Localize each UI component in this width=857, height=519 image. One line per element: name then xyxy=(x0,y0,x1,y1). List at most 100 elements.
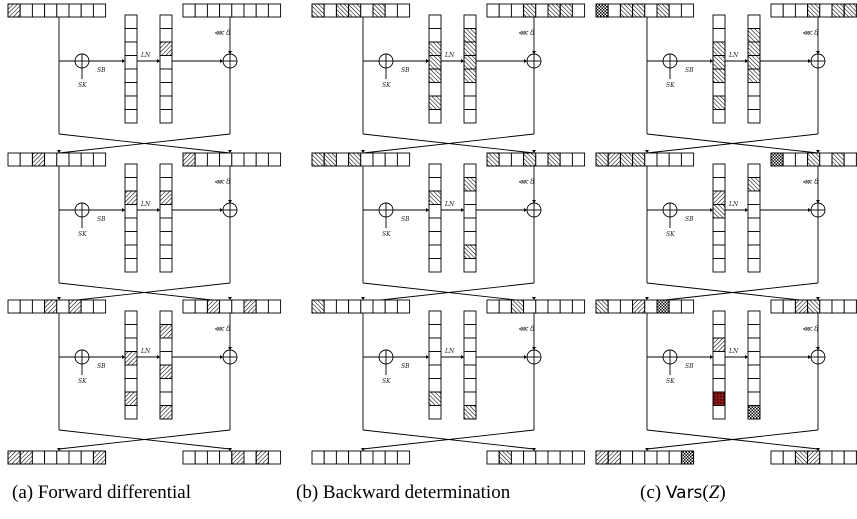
left-register-cell xyxy=(92,299,107,314)
right-register-cell xyxy=(559,450,573,465)
left-register-cell-active xyxy=(680,450,695,465)
arrow-head xyxy=(816,347,820,350)
state-column-cell xyxy=(159,310,173,325)
state-column-cell xyxy=(124,109,138,124)
state-column-cell xyxy=(428,337,442,352)
right-register-cell xyxy=(843,299,857,314)
state-column-cell xyxy=(428,258,442,273)
state-column-cell xyxy=(159,28,173,43)
left-register-cell xyxy=(68,450,82,465)
swap-wire xyxy=(646,282,819,303)
right-register-cell xyxy=(535,299,549,314)
arrow-head xyxy=(361,297,365,300)
right-register-cell xyxy=(194,3,208,18)
right-register-cell xyxy=(559,152,573,167)
label-ln: LN xyxy=(140,201,151,208)
arrow-head xyxy=(816,200,820,203)
right-register-cell-active xyxy=(498,450,512,465)
arrow-head xyxy=(808,355,811,359)
label-ln: LN xyxy=(444,52,455,59)
right-register-cell-active xyxy=(523,152,537,167)
right-register-cell xyxy=(486,3,500,18)
right-register-cell xyxy=(267,152,282,167)
left-register-cell xyxy=(384,152,398,167)
right-register-cell xyxy=(510,450,525,465)
label-sb: SB xyxy=(97,67,106,74)
right-register-cell xyxy=(523,450,537,465)
label-sb: SB xyxy=(401,216,410,223)
arrow-head xyxy=(220,208,223,212)
left-register-cell xyxy=(644,299,658,314)
left-register-cell xyxy=(384,450,398,465)
label-rotate: ⋘ 8 xyxy=(802,178,819,186)
right-register-cell-active xyxy=(831,152,845,167)
state-column-cell xyxy=(124,82,138,97)
state-column-cell-active xyxy=(428,55,442,70)
left-register-cell xyxy=(92,152,107,167)
state-column-cell xyxy=(463,258,477,273)
state-column-cell xyxy=(124,364,138,379)
state-column-cell xyxy=(747,95,761,110)
state-column-cell xyxy=(428,324,442,339)
state-column-cell xyxy=(124,258,138,273)
right-register-cell xyxy=(559,299,573,314)
arrow-head xyxy=(710,355,713,359)
state-column-cell xyxy=(159,351,173,366)
label-ln: LN xyxy=(728,52,739,59)
state-column-cell xyxy=(712,217,726,232)
label-rotate: ⋘ 8 xyxy=(802,325,819,333)
state-column-cell xyxy=(712,109,726,124)
right-register-cell-active xyxy=(843,3,857,18)
right-register-cell-active xyxy=(794,450,809,465)
state-column-cell xyxy=(428,364,442,379)
left-register-cell-active xyxy=(619,3,634,18)
state-column-cell xyxy=(124,217,138,232)
right-register-cell xyxy=(243,3,257,18)
state-column-cell xyxy=(747,364,761,379)
right-register-cell xyxy=(243,450,257,465)
state-column-cell-active xyxy=(463,68,477,83)
right-register-cell xyxy=(782,152,796,167)
left-register-cell-active xyxy=(372,3,386,18)
arrow-head xyxy=(220,355,223,359)
left-register-cell xyxy=(384,299,398,314)
state-column-cell xyxy=(124,204,138,219)
state-column-cell xyxy=(463,95,477,110)
state-column-cell xyxy=(124,324,138,339)
left-register-cell-active xyxy=(311,299,325,314)
right-register-cell xyxy=(571,450,586,465)
right-register-cell xyxy=(182,3,196,18)
label-sb: SB xyxy=(97,363,106,370)
state-column-cell xyxy=(428,244,442,259)
state-column-cell xyxy=(124,177,138,192)
right-register-cell xyxy=(782,3,796,18)
left-register-cell-active xyxy=(68,299,82,314)
left-register-cell-active xyxy=(31,152,46,167)
state-column-cell xyxy=(463,231,477,246)
state-column-cell-active xyxy=(463,41,477,56)
left-register-cell xyxy=(80,3,94,18)
right-register-cell xyxy=(255,152,269,167)
arrow-head xyxy=(228,347,232,350)
left-register-cell xyxy=(360,152,374,167)
state-column-cell xyxy=(159,258,173,273)
arrow-head xyxy=(361,448,365,451)
state-column-cell xyxy=(428,14,442,29)
state-column-cell xyxy=(463,378,477,393)
right-register-cell xyxy=(194,299,208,314)
label-sb: SB xyxy=(685,216,694,223)
arrow-head xyxy=(228,448,232,451)
arrow-head xyxy=(426,59,429,63)
state-column-cell xyxy=(124,95,138,110)
label-sb: SB xyxy=(97,216,106,223)
left-register-cell xyxy=(323,450,337,465)
right-register-cell xyxy=(547,299,561,314)
left-register-cell xyxy=(80,152,94,167)
left-register-cell xyxy=(396,3,411,18)
swap-wire xyxy=(58,133,231,154)
caption-a-text: Forward differential xyxy=(37,482,192,503)
left-register-cell-active xyxy=(92,450,107,465)
left-register-cell-active xyxy=(44,299,58,314)
state-column-cell-active xyxy=(747,177,761,192)
